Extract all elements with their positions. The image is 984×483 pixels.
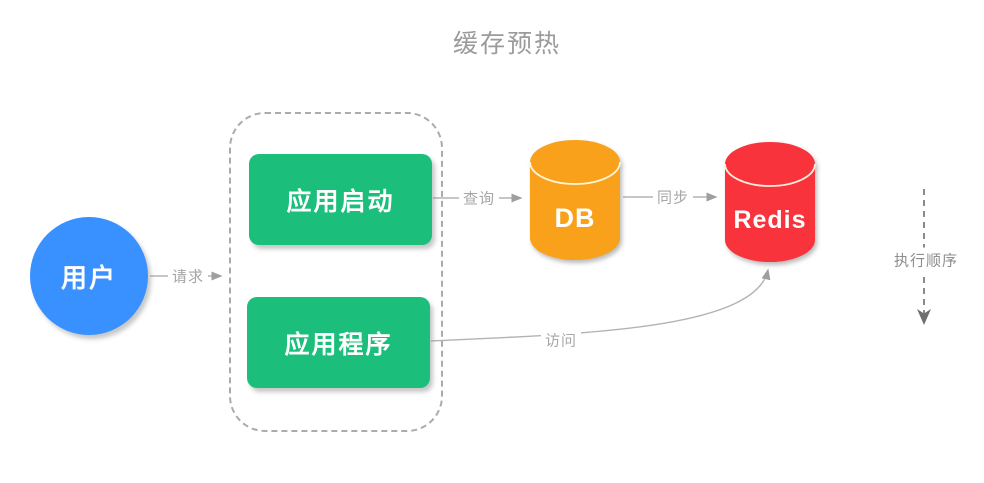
app-start-node-label: 应用启动 (286, 187, 395, 216)
edge-label-sync: 同步 (652, 186, 694, 208)
app-program-node: 应用程序 (247, 297, 430, 388)
redis-cylinder-icon (724, 142, 816, 262)
app-start-node: 应用启动 (249, 154, 432, 245)
redis-node: Redis (724, 141, 816, 263)
redis-node-label: Redis (733, 205, 807, 234)
application-group-container (229, 112, 443, 432)
execution-order-label: 执行顺序 (891, 247, 961, 273)
db-node-label: DB (554, 202, 596, 233)
user-node-label: 用户 (60, 262, 117, 293)
edge-label-access: 访问 (540, 329, 582, 351)
access-arrow (430, 268, 771, 342)
user-node: 用户 (30, 217, 148, 335)
edge-label-request: 请求 (167, 265, 209, 287)
database-cylinder-icon (529, 140, 621, 260)
db-node: DB (529, 139, 621, 261)
edge-label-query: 查询 (458, 187, 500, 209)
app-program-node-label: 应用程序 (284, 330, 393, 359)
diagram-title: 缓存预热 (452, 30, 561, 58)
